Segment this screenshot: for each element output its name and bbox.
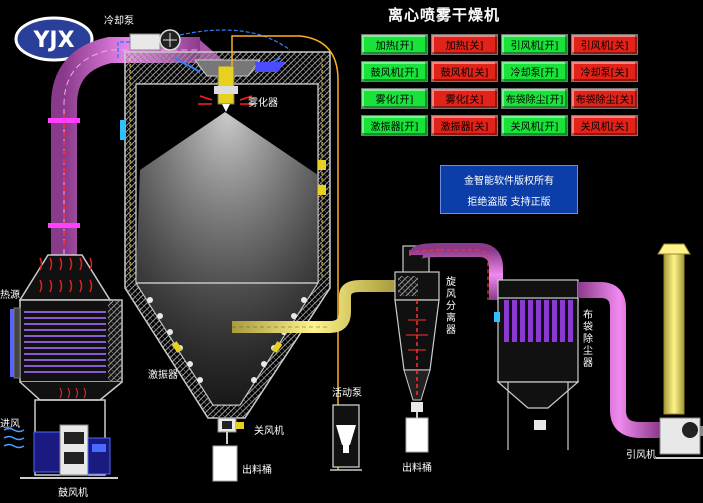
cooling-pump	[117, 29, 291, 58]
induced-fan-on-button[interactable]: 引风机[开]	[501, 34, 568, 55]
air-inlet-label: 进风	[0, 419, 20, 430]
airlock-off-button[interactable]: 关风机[关]	[571, 115, 638, 136]
blower-off-button[interactable]: 鼓风机[关]	[431, 61, 498, 82]
heat-source-label: 热源	[0, 290, 20, 301]
notice-line-1: 金智能软件版权所有	[464, 176, 554, 187]
bag-filter	[494, 279, 580, 450]
blower-label: 鼓风机	[58, 488, 88, 499]
vibrator-label: 激振器	[148, 370, 178, 381]
airlock-valve	[217, 417, 244, 444]
vibrator-on-button[interactable]: 激振器[开]	[361, 115, 428, 136]
notice-line-2: 拒绝盗版 支持正版	[467, 197, 551, 208]
cooling-pump-label: 冷却泵	[104, 16, 134, 27]
cooling-pump-off-button[interactable]: 冷却泵[关]	[571, 61, 638, 82]
induced-fan-label: 引风机	[626, 450, 656, 461]
copyright-notice: 金智能软件版权所有 拒绝盗版 支持正版	[440, 165, 578, 214]
cooling-pump-on-button[interactable]: 冷却泵[开]	[501, 61, 568, 82]
vibrator-off-button[interactable]: 激振器[关]	[431, 115, 498, 136]
bag-filter-label: 布袋除尘器	[583, 310, 593, 369]
diaphragm-pump	[330, 404, 362, 471]
discharge-bucket-2-label: 出料桶	[402, 463, 432, 474]
induced-fan	[656, 243, 703, 459]
airlock-label: 关风机	[254, 426, 284, 437]
feed-line	[231, 35, 339, 470]
atomizer-on-button[interactable]: 雾化[开]	[361, 88, 428, 109]
atomizer-label: 雾化器	[248, 98, 278, 109]
diaphragm-pump-label: 活动泵	[332, 388, 362, 399]
exhaust-duct-2	[409, 243, 503, 300]
bag-filter-off-button[interactable]: 布袋除尘[关]	[571, 88, 638, 109]
control-panel: 加热[开] 加热[关] 引风机[开] 引风机[关] 鼓风机[开] 鼓风机[关] …	[361, 34, 638, 136]
heating-on-button[interactable]: 加热[开]	[361, 34, 428, 55]
induced-fan-off-button[interactable]: 引风机[关]	[571, 34, 638, 55]
airlock-on-button[interactable]: 关风机[开]	[501, 115, 568, 136]
heater-unit	[3, 254, 123, 476]
company-logo: YJX	[14, 16, 94, 62]
exhaust-duct-3	[578, 282, 660, 438]
heating-off-button[interactable]: 加热[关]	[431, 34, 498, 55]
exhaust-duct-1	[232, 280, 395, 333]
logo-text: YJX	[32, 28, 74, 53]
discharge-bucket-1	[212, 445, 238, 482]
cyclone-label: 旋风分离器	[446, 277, 456, 336]
atomizer-head	[174, 57, 285, 112]
atomizer-off-button[interactable]: 雾化[关]	[431, 88, 498, 109]
bag-filter-on-button[interactable]: 布袋除尘[开]	[501, 88, 568, 109]
page-title: 离心喷雾干燥机	[388, 6, 501, 24]
cyclone-separator	[394, 245, 440, 453]
blower-fan	[20, 424, 118, 479]
discharge-bucket-1-label: 出料桶	[242, 465, 272, 476]
blower-on-button[interactable]: 鼓风机[开]	[361, 61, 428, 82]
